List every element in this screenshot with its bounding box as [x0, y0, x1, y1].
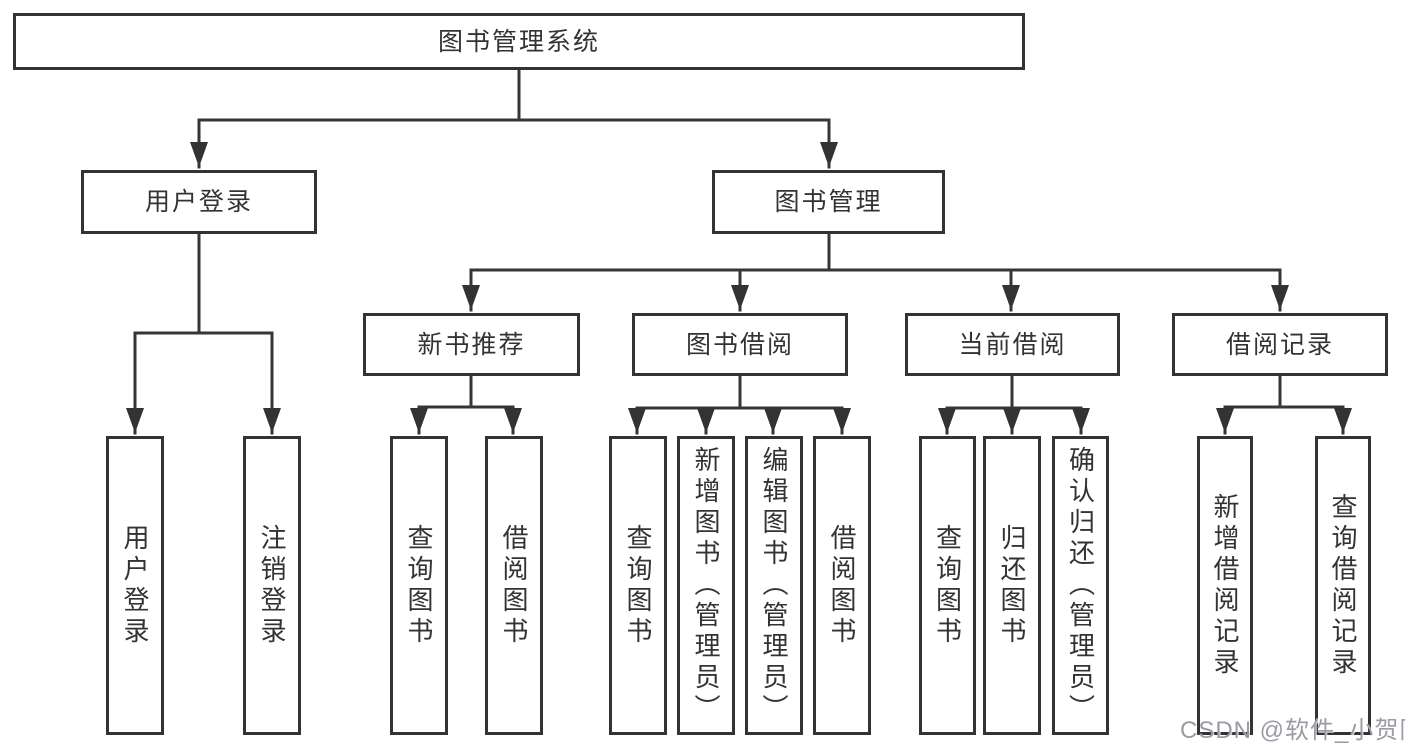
- node-new-book-recommend: 新书推荐: [363, 313, 580, 376]
- node-book-management: 图书管理: [712, 170, 945, 234]
- node-book-borrow: 图书借阅: [632, 313, 848, 376]
- leaf-borrow-book-1: 借阅图书: [485, 436, 543, 735]
- leaf-query-book-3: 查询图书: [919, 436, 976, 735]
- leaf-borrow-book-2: 借阅图书: [813, 436, 871, 735]
- leaf-confirm-return-admin: 确认归还（管理员）: [1052, 436, 1109, 735]
- leaf-query-book-1: 查询图书: [390, 436, 448, 735]
- csdn-watermark: CSDN @软件_小贺同学: [1180, 717, 1405, 744]
- leaf-user-login: 用户登录: [106, 436, 164, 735]
- leaf-logout: 注销登录: [243, 436, 301, 735]
- leaf-add-book-admin: 新增图书（管理员）: [677, 436, 735, 735]
- leaf-edit-book-admin: 编辑图书（管理员）: [745, 436, 803, 735]
- node-root-system: 图书管理系统: [13, 13, 1025, 70]
- node-current-borrow: 当前借阅: [905, 313, 1120, 376]
- leaf-query-borrow-record: 查询借阅记录: [1315, 436, 1371, 735]
- leaf-add-borrow-record: 新增借阅记录: [1197, 436, 1253, 735]
- node-user-login: 用户登录: [81, 170, 317, 234]
- leaf-return-book: 归还图书: [983, 436, 1041, 735]
- leaf-query-book-2: 查询图书: [609, 436, 667, 735]
- node-borrow-records: 借阅记录: [1172, 313, 1388, 376]
